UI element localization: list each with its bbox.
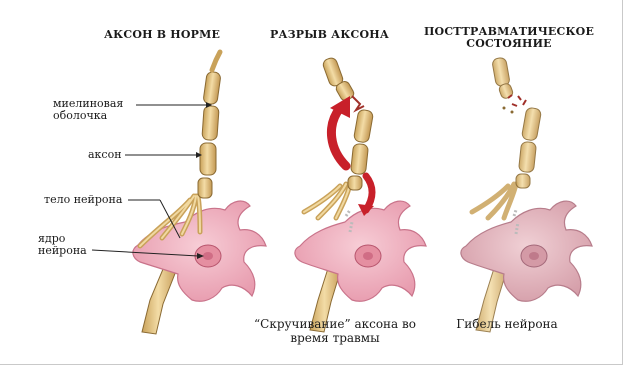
myelin-sheath [198,71,221,198]
label-nucleus-line2: нейрона [38,245,87,257]
damage-debris [508,95,526,106]
label-myelin-line2: оболочка [53,110,123,122]
label-neuron-body: тело нейрона [44,194,122,206]
nucleolus [203,252,213,260]
twist-arrow-down [366,176,372,210]
label-axon: аксон [88,149,122,161]
title-post-line2: СОСТОЯНИЕ [421,38,597,50]
nucleolus [363,252,373,260]
debris-dot [511,111,514,114]
nucleolus [529,252,539,260]
title-normal: АКСОН В НОРМЕ [104,29,220,41]
caption-twisting-line1: “Скручивание” аксона во [247,317,423,331]
twist-arrow-up [331,108,346,166]
title-post-traumatic: ПОСТТРАВМАТИЧЕСКОЕ СОСТОЯНИЕ [421,26,597,50]
axon-top [212,52,220,70]
damage-frayed-end [352,96,364,110]
caption-twisting-line2: время травмы [247,331,423,345]
detached-axon-segment [492,57,514,100]
axon-branches [472,184,516,218]
debris-dot [503,107,506,110]
neuron-post-traumatic [461,57,592,332]
neuron-rupture [295,56,426,332]
label-nucleus: ядро нейрона [38,233,87,257]
axon-branches-highlight [304,184,350,218]
caption-neuron-death: Гибель нейрона [452,317,562,331]
detached-axon-segment [322,56,356,102]
title-rupture: РАЗРЫВ АКСОНА [270,29,389,41]
myelin-sheath [516,107,542,188]
neuron-normal [133,52,266,334]
caption-twisting: “Скручивание” аксона во время травмы [247,317,423,345]
label-myelin-sheath: миелиновая оболочка [53,98,123,122]
